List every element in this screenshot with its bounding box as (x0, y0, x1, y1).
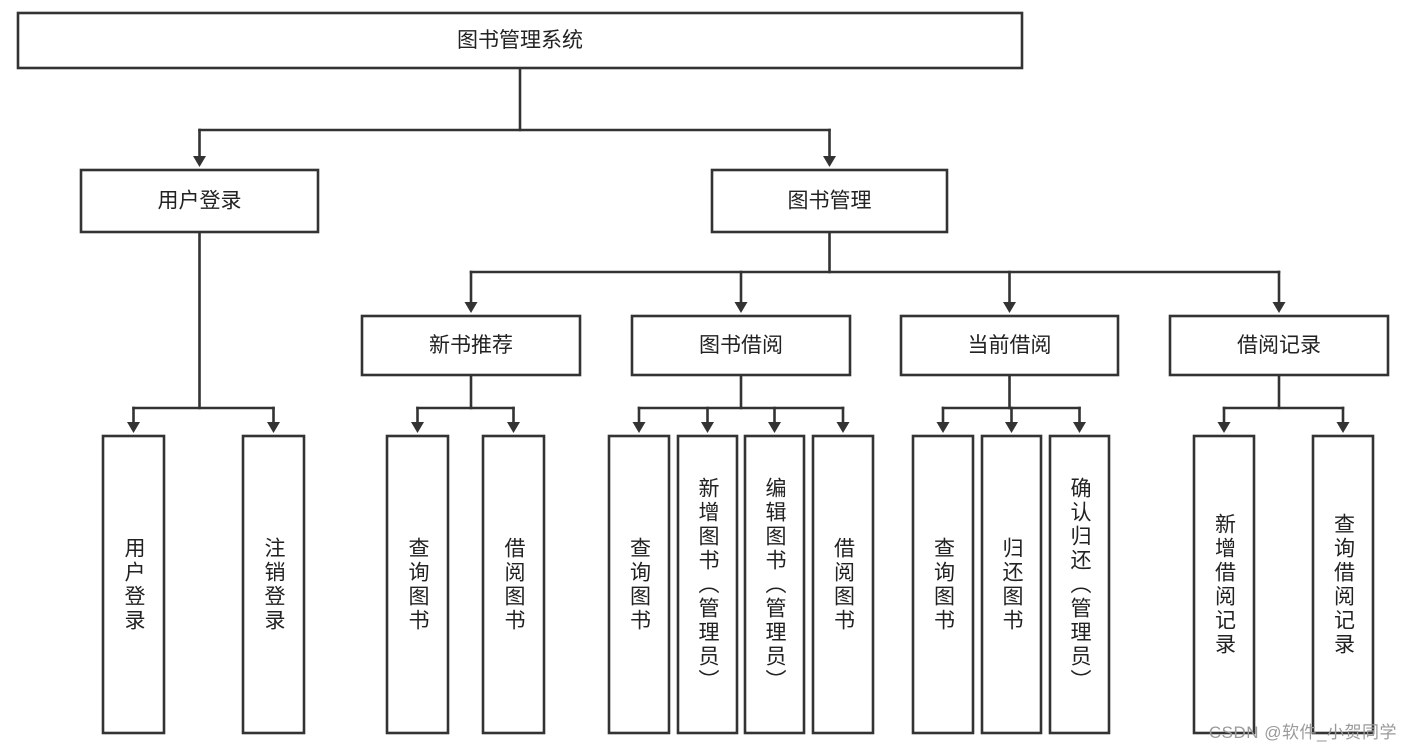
node-level2-0[interactable] (79, 168, 320, 234)
node-level3-label-0: 新书推荐 (429, 334, 513, 357)
boxes-layer (16, 11, 1390, 735)
node-leaf-7[interactable] (811, 434, 875, 735)
watermark-text: CSDN @软件_小贺同学 (1208, 723, 1397, 742)
node-root-label: 图书管理系统 (457, 29, 583, 52)
node-leaf-4[interactable] (607, 434, 671, 735)
node-level3-label-2: 当前借阅 (968, 334, 1052, 357)
node-level3-3[interactable] (1168, 314, 1390, 377)
connectors-layer (127, 66, 1350, 433)
node-leaf-10[interactable] (1048, 434, 1111, 735)
node-leaf-0[interactable] (101, 434, 166, 735)
node-leaf-12[interactable] (1311, 434, 1375, 735)
node-leaf-8[interactable] (911, 434, 975, 735)
node-leaf-3[interactable] (481, 434, 546, 735)
node-level3-0[interactable] (360, 314, 582, 377)
node-level2-label-0: 用户登录 (158, 190, 242, 213)
node-leaf-6[interactable] (743, 434, 806, 735)
node-leaf-1[interactable] (241, 434, 306, 735)
node-root[interactable] (16, 11, 1024, 70)
node-level3-2[interactable] (899, 314, 1120, 377)
node-level3-label-3: 借阅记录 (1237, 334, 1321, 357)
node-leaf-5[interactable] (676, 434, 739, 735)
node-leaf-9[interactable] (980, 434, 1043, 735)
node-level2-1[interactable] (710, 168, 949, 234)
node-leaf-11[interactable] (1192, 434, 1256, 735)
node-leaf-2[interactable] (385, 434, 450, 735)
node-level2-label-1: 图书管理 (788, 190, 872, 213)
node-level3-1[interactable] (630, 314, 852, 377)
node-level3-label-1: 图书借阅 (699, 334, 783, 357)
